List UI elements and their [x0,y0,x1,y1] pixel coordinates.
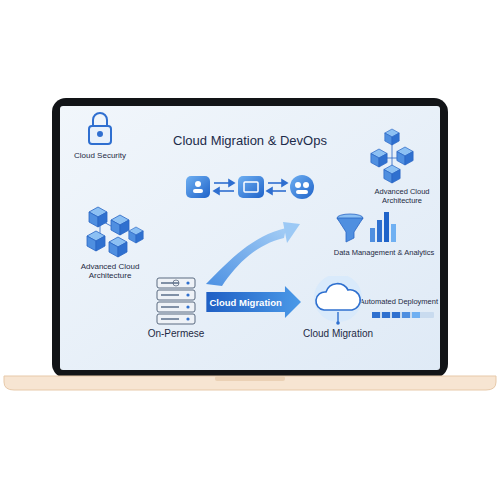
chart-bar [384,212,389,242]
flow-arrowhead [214,188,219,194]
progress-bar [372,312,434,318]
icon-glyph [244,182,258,192]
cube [109,237,127,257]
cube [384,165,400,183]
cloud-drop [337,312,338,322]
icon-label: Data Management & Analytics [334,249,434,258]
server-led [186,305,189,308]
progress-segment [372,312,380,318]
process-icon [238,176,264,198]
process-icons [186,175,314,199]
chart-bar [391,224,396,242]
cloud-shape [316,284,360,310]
cloud-node: Cloud Migration [301,276,375,339]
cubes-icon-left [87,207,143,257]
cube [397,147,413,165]
node-label: Cloud Migration [301,328,375,339]
icon-label: Advanced Cloud Architecture [366,188,438,205]
icon-glyph [193,189,203,193]
progress-segment [402,312,410,318]
lock-shackle [93,113,107,126]
cube [89,207,107,227]
server-led [186,317,189,320]
laptop-screen [60,106,440,370]
lock-icon [89,113,111,144]
lock-keyhole [98,132,102,136]
cubes-icon-right [371,129,413,183]
cube [371,149,387,167]
icon-glyph [296,190,308,194]
icon-glyph [195,181,201,187]
node-label: On-Permese [146,328,207,339]
laptop-bezel [52,98,448,378]
process-icon [290,175,314,199]
flow-arrowhead [229,180,234,186]
lock-body [89,126,111,144]
icon-glyph [303,182,309,188]
icon-glyph [295,182,301,188]
server-stack-icon [154,276,198,328]
chart-bar [377,220,382,242]
icon-label: Automated Deployment [360,298,438,307]
server-led [186,281,189,284]
cloud-glow [314,276,362,322]
migration-arrow [206,286,301,318]
laptop-notch [215,376,285,381]
cloud-dot [336,321,340,325]
progress-track [372,312,434,318]
server-badge [173,280,179,286]
icon-label: Cloud Security [74,151,126,160]
server-led [186,293,189,296]
swoosh-arrow [206,222,300,286]
progress-segment [412,312,420,318]
swoosh-head [283,222,300,243]
cube [111,215,129,235]
edge-label: Cloud Migration [210,297,282,308]
swoosh-band [206,228,286,286]
flow-arrowhead [267,188,272,194]
chart-bar [370,228,375,242]
cloud-icon [310,276,366,328]
cube [385,129,399,145]
arrow-body [206,286,301,318]
server-node: On-Permese [146,276,207,339]
flow-arrowhead [282,180,287,186]
data-analytics-icon [337,212,396,242]
cube [129,227,143,243]
server-slot [161,318,179,320]
server-slot [161,282,179,284]
progress-segment [392,312,400,318]
laptop-base [4,376,496,390]
funnel [337,218,363,242]
cube [87,231,105,251]
diagram-title: Cloud Migration & DevOps [173,134,327,149]
server-slot [161,294,179,296]
process-icon [186,176,210,198]
server-unit [157,302,195,312]
server-unit [157,278,195,288]
server-slot [161,306,179,308]
server-unit [157,290,195,300]
icon-label: Advanced Cloud Architecture [71,262,149,280]
server-unit [157,314,195,324]
progress-segment [382,312,390,318]
